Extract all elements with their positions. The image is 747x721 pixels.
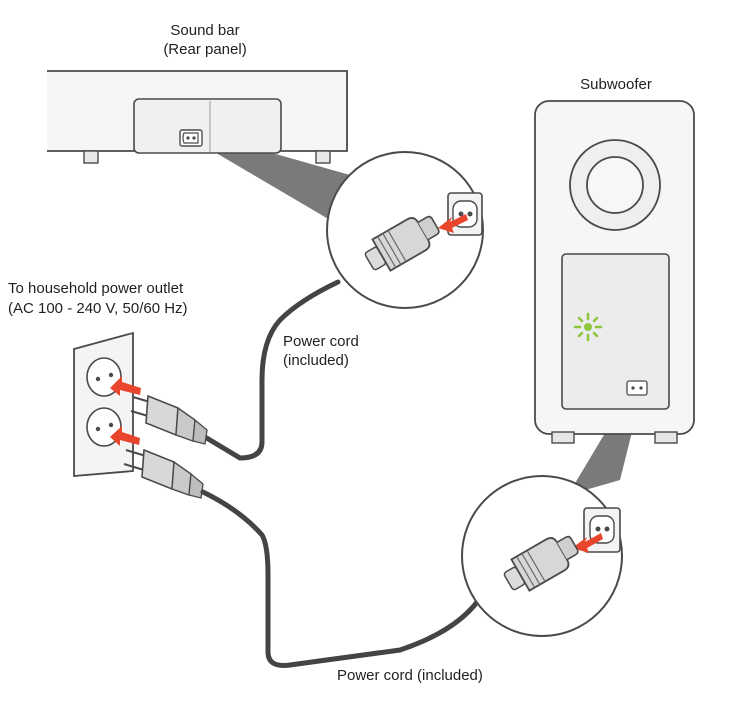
power-cord-label: Power cord [283,333,359,350]
sound-bar-rear-panel [47,70,348,164]
zoom-shadow-soundbar [205,134,350,220]
power-cord-1 [202,279,341,461]
power-cord-included-label-2: Power cord (included) [337,667,483,684]
sound-bar-label: Sound bar [170,22,240,39]
wall-plug-1 [130,394,208,445]
outlet-spec-label: (AC 100 - 240 V, 50/60 Hz) [8,300,188,317]
outlet-label: To household power outlet [8,280,184,297]
subwoofer-label: Subwoofer [580,76,652,93]
power-arrow-icon [438,214,468,233]
subwoofer [534,100,695,444]
wall-plug-2 [123,448,204,499]
zoom-circle-soundbar [326,151,484,309]
power-cord-2 [200,489,485,668]
wall-outlet [73,331,141,477]
subwoofer-power-inlet-icon [626,380,648,396]
zoom-circle-subwoofer [461,475,623,637]
power-cord-included-label: (included) [283,352,349,369]
power-indicator-icon [573,312,603,342]
sound-bar-rear-panel-label: (Rear panel) [163,41,247,58]
power-inlet-icon [179,129,203,147]
